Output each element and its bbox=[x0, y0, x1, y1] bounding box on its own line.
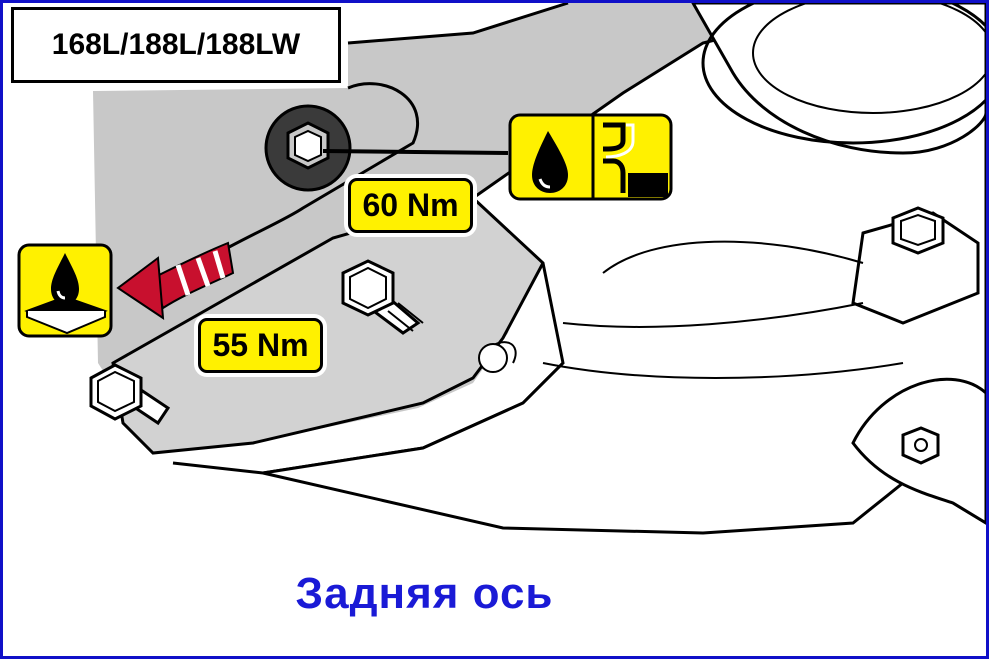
upper-right-bolt bbox=[891, 206, 945, 255]
drain-plug bbox=[264, 104, 352, 192]
tube-ring-inner bbox=[752, 3, 986, 114]
housing-boss bbox=[478, 343, 508, 373]
rear-axle-illustration bbox=[89, 3, 986, 535]
diagram-caption: Задняя ось bbox=[295, 569, 554, 618]
model-label: 168L/188L/188LW bbox=[11, 7, 341, 83]
bracket-bolt-torque-label: 55 Nm bbox=[198, 318, 323, 373]
driveshaft-tube bbox=[691, 3, 986, 155]
drain-plug-torque-label: 60 Nm bbox=[348, 178, 473, 233]
oil-drain-icon bbox=[17, 243, 113, 338]
bracket-bolt-upper bbox=[341, 259, 424, 335]
housing-detail-lines bbox=[482, 240, 904, 379]
oil-fill-plug-icon bbox=[508, 113, 673, 201]
tube-ring bbox=[701, 3, 986, 145]
leader-line bbox=[322, 149, 509, 155]
bracket-bolt-lower bbox=[89, 363, 171, 426]
lower-right-nut bbox=[901, 426, 940, 465]
direction-arrow-icon bbox=[116, 241, 235, 320]
